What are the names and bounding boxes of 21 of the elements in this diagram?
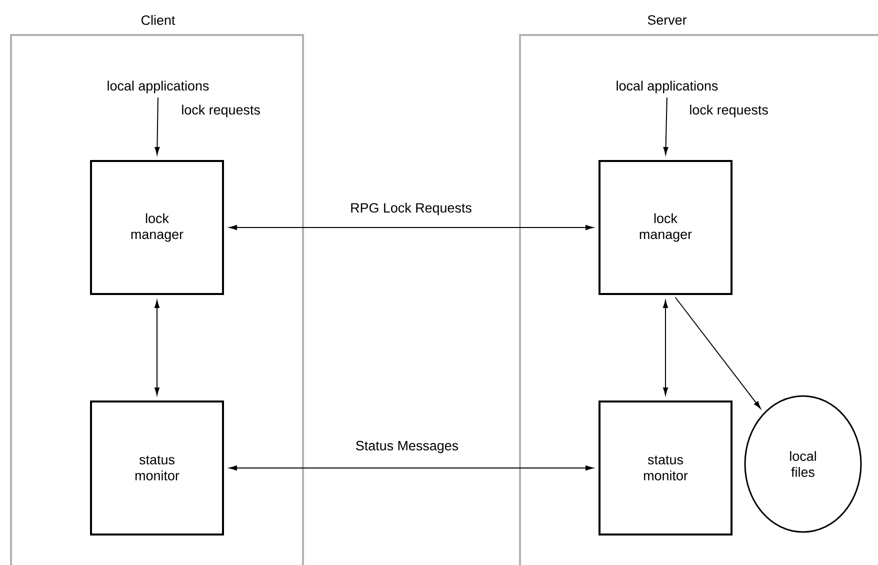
process-box: status monitor	[90, 400, 224, 536]
arrow	[154, 300, 160, 396]
panel	[10, 34, 304, 565]
arrow	[229, 225, 594, 230]
arrow	[674, 296, 761, 409]
edge-label: RPG Lock Requests	[349, 202, 473, 216]
source-label: local applications	[108, 80, 209, 94]
source-label: local applications	[616, 80, 718, 94]
process-box: lock manager	[598, 160, 732, 295]
process-box: lock manager	[90, 160, 224, 295]
process-box: status monitor	[598, 400, 732, 536]
panel-heading: Server	[648, 15, 687, 25]
edge-label: Status Messages	[354, 440, 460, 454]
panel	[519, 34, 878, 565]
arrow	[663, 300, 668, 396]
arrow	[229, 466, 594, 470]
arrow	[154, 96, 160, 155]
edge-label: lock requests	[688, 104, 770, 118]
edge-label: lock requests	[180, 104, 262, 118]
arrow	[663, 96, 668, 155]
panel-heading: Client	[142, 15, 176, 25]
